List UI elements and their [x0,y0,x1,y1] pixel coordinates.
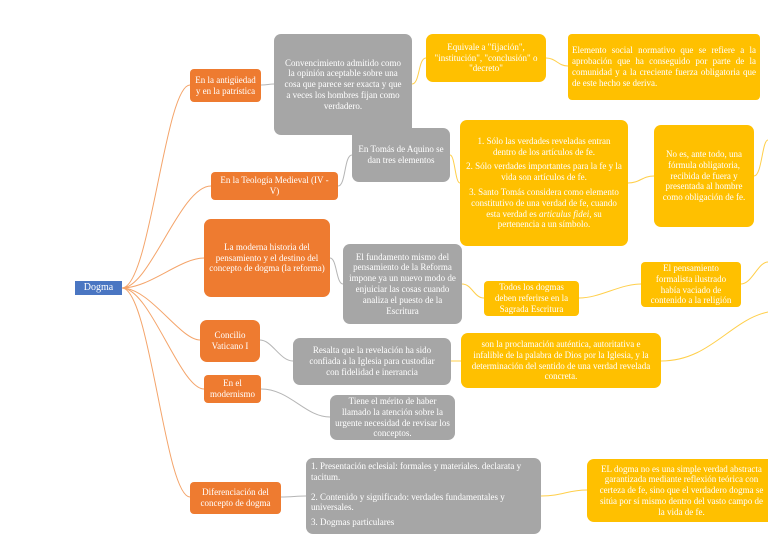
link-modernismo-merito [260,388,331,418]
highlight-formula-text: No es, ante todo, una fórmula obligatori… [662,149,746,203]
detail-fundamento-text: El fundamento mismo del pensamiento de l… [349,251,456,316]
link-fundamento-todos [461,283,485,299]
branch-diferenciacion: Diferenciación del concepto de dogma [190,482,281,514]
link-root-vaticano [121,287,201,341]
detail-convencimiento-text: Convencimiento admitido como la opinión … [284,57,402,111]
detail-lista-item-1: 1. Presentación eclesial: formales y mat… [311,461,522,482]
branch-vaticano-label: Concilio Vaticano I [211,330,249,351]
branch-historia-label: La moderna historia del pensamiento y el… [209,241,325,274]
detail-tomas: En Tomás de Aquino se dan tres elementos [352,128,450,182]
link-formula-offscreen [753,139,768,177]
branch-historia: La moderna historia del pensamiento y el… [204,219,330,297]
link-todos-formalista [578,283,642,299]
highlight-todos-text: Todos los dogmas deben referirse en la S… [494,282,569,314]
link-root-antiguedad [121,84,191,289]
link-root-modernismo [121,287,205,390]
link-vaticano-resalta [259,339,294,362]
highlight-todos: Todos los dogmas deben referirse en la S… [484,281,579,316]
highlight-tres-p3: 3. Santo Tomás considera como elemento c… [465,187,623,230]
branch-teologia-label: En la Teología Medieval (IV - V) [220,175,329,196]
link-formalista-offscreen [740,261,768,285]
highlight-tres-p3-em: articulus fidei, [538,208,592,219]
detail-convencimiento: Convencimiento admitido como la opinión … [274,34,412,135]
detail-lista-item-2: 2. Contenido y significado: verdades fun… [311,491,505,513]
branch-teologia: En la Teología Medieval (IV - V) [211,172,338,200]
detail-tomas-text: En Tomás de Aquino se dan tres elementos [358,144,444,165]
highlight-elemento: Elemento social normativo que se refiere… [568,34,760,100]
detail-fundamento: El fundamento mismo del pensamiento de l… [343,244,462,324]
highlight-equivale-text: Equivale a "fijación", "institución", "c… [434,41,538,74]
highlight-proclamacion: son la proclamación auténtica, autoritat… [461,333,661,388]
link-antiguedad-convencimiento [260,83,275,86]
link-teologia-tomas [337,154,353,187]
detail-lista-item-3: 3. Dogmas particulares [311,517,395,528]
link-root-diferenciacion [121,287,191,498]
highlight-formalista: El pensamiento formalista ilustrado habí… [641,262,741,307]
link-equivale-elemento [545,57,569,67]
branch-vaticano: Concilio Vaticano I [200,320,260,362]
highlight-proclamacion-text: son la proclamación auténtica, autoritat… [471,338,651,382]
link-lista-verdad [540,489,588,497]
branch-antiguedad: En la antigüedad y en la patrística [190,69,261,102]
highlight-tres-p3-a: 3. Santo Tomás considera como elemento c… [469,187,619,219]
link-diferenciacion-lista [280,495,307,498]
detail-merito-text: Tiene el mérito de haber llamado la aten… [335,395,450,439]
link-tomas-tres [449,154,461,184]
highlight-tres-p2: 2. Sólo verdades importantes para la fe … [466,161,622,183]
highlight-tres-p3-b: su pertenencia a un símbolo. [497,208,602,230]
branch-modernismo: En el modernismo [204,375,261,403]
link-tres-formula [627,175,655,184]
branch-diferenciacion-label: Diferenciación del concepto de dogma [200,487,271,508]
highlight-elemento-text: Elemento social normativo que se refiere… [572,45,756,88]
root-node-dogma: Dogma [75,281,122,295]
link-convencimiento-equivale [411,57,427,85]
root-label: Dogma [83,282,114,293]
detail-merito: Tiene el mérito de haber llamado la aten… [330,395,455,440]
detail-resalta-text: Resalta que la revelación ha sido confia… [309,345,435,377]
branch-modernismo-label: En el modernismo [210,378,255,399]
link-root-teologia [121,185,212,289]
link-root-historia [121,257,205,289]
detail-lista: 1. Presentación eclesial: formales y mat… [306,458,541,534]
highlight-formula: No es, ante todo, una fórmula obligatori… [654,125,754,227]
highlight-tres-elementos: 1. Sólo las verdades reveladas entran de… [460,120,628,246]
detail-resalta: Resalta que la revelación ha sido confia… [293,338,451,385]
highlight-equivale: Equivale a "fijación", "institución", "c… [426,34,546,82]
link-proclamacion-offscreen [660,311,768,362]
highlight-verdad-abstracta-text: EL dogma no es una simple verdad abstrac… [599,463,764,517]
branch-antiguedad-label: En la antigüedad y en la patrística [195,74,256,96]
link-historia-fundamento [329,257,344,285]
highlight-verdad-abstracta: EL dogma no es una simple verdad abstrac… [587,459,768,522]
highlight-tres-p1: 1. Sólo las verdades reveladas entran de… [477,135,611,157]
highlight-formalista-text: El pensamiento formalista ilustrado habí… [650,262,732,306]
